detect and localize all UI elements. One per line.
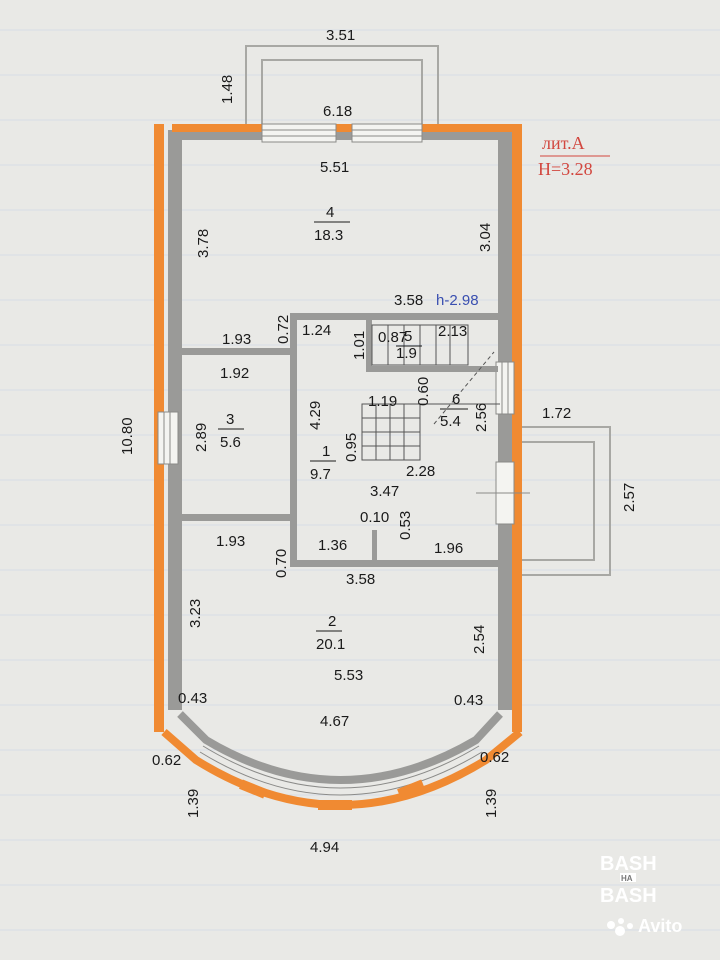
dim-192: 1.92 <box>220 365 249 382</box>
room-4-area: 18.3 <box>314 227 343 244</box>
room-5-area: 1.9 <box>396 345 417 362</box>
room-3-number: 3 <box>226 411 234 428</box>
dim-060: 0.60 <box>415 377 432 406</box>
dim-254: 2.54 <box>471 625 488 654</box>
dim-429: 4.29 <box>307 401 324 430</box>
room-5-number: 5 <box>404 328 412 345</box>
dim-139-left: 1.39 <box>185 789 202 818</box>
dim-172: 1.72 <box>542 405 571 422</box>
dim-228: 2.28 <box>406 463 435 480</box>
dim-136: 1.36 <box>318 537 347 554</box>
paper-ruling <box>0 29 720 931</box>
dim-043-left: 0.43 <box>178 690 207 707</box>
room-2-area: 20.1 <box>316 636 345 653</box>
dim-119: 1.19 <box>368 393 397 410</box>
dim-010: 0.10 <box>360 509 389 526</box>
dim-193a: 1.93 <box>222 331 251 348</box>
dim-062-right: 0.62 <box>480 749 509 766</box>
dim-467: 4.67 <box>320 713 349 730</box>
bay-pillars <box>239 779 425 810</box>
dim-top-inner: 5.51 <box>320 159 349 176</box>
dim-553: 5.53 <box>334 667 363 684</box>
room-labels: 4 18.3 3 5.6 1 9.7 5 1.9 6 5.4 2 20.1 <box>218 204 468 653</box>
dim-r4-left: 3.78 <box>195 229 212 258</box>
dim-196: 1.96 <box>434 540 463 557</box>
lit-label: лит.А <box>542 133 585 153</box>
dim-494: 4.94 <box>310 839 339 856</box>
outer-wall-inner-band <box>168 130 514 710</box>
room-4-number: 4 <box>326 204 334 221</box>
dim-hall-top: 3.58 <box>394 292 423 309</box>
svg-text:BASH: BASH <box>600 885 657 907</box>
dim-087: 0.87 <box>378 329 407 346</box>
dim-347: 3.47 <box>370 483 399 500</box>
right-window <box>476 361 530 525</box>
dim-213: 2.13 <box>438 323 467 340</box>
room-3-area: 5.6 <box>220 434 241 451</box>
staircase <box>361 324 500 461</box>
dim-hall-bottom: 3.58 <box>346 571 375 588</box>
dim-r4-right: 3.04 <box>477 223 494 252</box>
avito-logo: Avito <box>607 916 682 936</box>
room-1-area: 9.7 <box>310 466 331 483</box>
dim-124: 1.24 <box>302 322 331 339</box>
room-2-number: 2 <box>328 613 336 630</box>
dim-257: 2.57 <box>621 483 638 512</box>
dim-193b: 1.93 <box>216 533 245 550</box>
dimension-labels: 3.51 1.48 6.18 5.51 3.78 3.04 3.58 0.72 … <box>119 27 638 856</box>
room-6-area: 5.4 <box>440 413 461 430</box>
dim-095: 0.95 <box>343 433 360 462</box>
dim-139-right: 1.39 <box>483 789 500 818</box>
right-porch <box>511 426 611 576</box>
dim-070: 0.70 <box>273 549 290 578</box>
dim-1080: 10.80 <box>119 417 136 455</box>
dim-062-left: 0.62 <box>152 752 181 769</box>
avito-brand: Avito <box>638 916 682 936</box>
dim-323: 3.23 <box>187 599 204 628</box>
top-windows <box>261 123 423 143</box>
svg-text:НА: НА <box>621 874 633 883</box>
bashnabash-logo: BASH НА BASH <box>600 853 657 907</box>
avito-dot-icon <box>607 921 615 929</box>
dim-top-outer: 6.18 <box>323 103 352 120</box>
room-6-number: 6 <box>452 391 460 408</box>
dim-101: 1.01 <box>351 331 368 360</box>
stair-height-label: h-2.98 <box>436 292 479 309</box>
room-1-number: 1 <box>322 443 330 460</box>
dim-256: 2.56 <box>473 403 490 432</box>
height-label: H=3.28 <box>538 159 593 179</box>
left-window <box>157 411 179 465</box>
dim-043-right: 0.43 <box>454 692 483 709</box>
dim-porch-top-depth: 1.48 <box>219 75 236 104</box>
svg-text:BASH: BASH <box>600 853 657 875</box>
dim-053: 0.53 <box>397 511 414 540</box>
interior-walls <box>176 313 500 567</box>
dim-072: 0.72 <box>275 315 292 344</box>
dim-289: 2.89 <box>193 423 210 452</box>
dim-porch-top-width: 3.51 <box>326 27 355 44</box>
